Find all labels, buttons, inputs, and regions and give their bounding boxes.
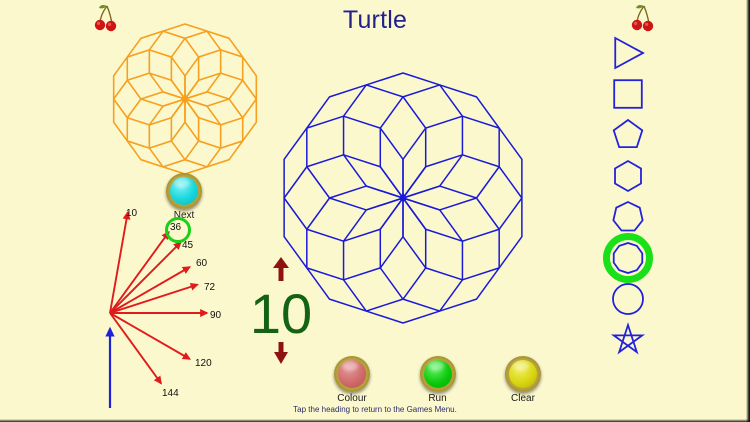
arrow-down-icon[interactable] — [238, 341, 324, 370]
clear-button[interactable]: Clear — [501, 356, 545, 404]
heptagon-icon[interactable] — [609, 198, 647, 236]
run-button-label: Run — [428, 393, 447, 404]
shape-option-star[interactable] — [596, 319, 660, 360]
cherries-icon — [88, 2, 128, 37]
colour-button[interactable]: Colour — [330, 356, 374, 404]
angle-option-144[interactable]: 144 — [162, 388, 179, 399]
shape-option-triangle[interactable] — [596, 32, 660, 73]
circle-icon[interactable] — [609, 280, 647, 318]
button-gloss — [174, 178, 190, 188]
button-face — [338, 360, 366, 388]
button-gloss — [342, 361, 358, 371]
arrow-up-icon[interactable] — [238, 256, 324, 287]
shape-option-heptagon[interactable] — [596, 196, 660, 237]
command-button-bar: Colour Run Clear — [330, 356, 545, 404]
angle-option-120[interactable]: 120 — [195, 358, 212, 369]
clear-button-disc[interactable] — [505, 356, 541, 392]
blue-rosette-drawing — [272, 24, 534, 359]
run-button-disc[interactable] — [419, 356, 456, 392]
angle-option-45[interactable]: 45 — [182, 240, 194, 251]
triangle-icon[interactable] — [609, 34, 647, 72]
angle-option-10[interactable]: 10 — [126, 208, 138, 219]
angle-option-90[interactable]: 90 — [210, 310, 222, 321]
shape-option-hexagon[interactable] — [596, 155, 660, 196]
footer-hint: Tap the heading to return to the Games M… — [293, 405, 457, 414]
decagon-icon[interactable] — [609, 239, 647, 277]
next-button[interactable]: Next — [162, 173, 206, 221]
orange-rosette-drawing — [104, 18, 266, 185]
run-button[interactable]: Run — [416, 356, 460, 404]
angle-selected-ring — [165, 217, 191, 243]
page-title[interactable]: Turtle — [342, 6, 408, 34]
shape-option-circle[interactable] — [596, 278, 660, 319]
star-icon[interactable] — [609, 321, 647, 359]
angle-option-72[interactable]: 72 — [204, 282, 216, 293]
length-stepper[interactable]: 10 — [238, 256, 324, 370]
angle-option-60[interactable]: 60 — [196, 258, 208, 269]
next-button-label: Next — [173, 210, 195, 221]
screen-edge-bottom — [0, 419, 750, 422]
pentagon-icon[interactable] — [609, 116, 647, 154]
button-gloss — [513, 361, 529, 371]
colour-button-disc[interactable] — [334, 356, 370, 392]
square-icon[interactable] — [609, 75, 647, 113]
button-face — [423, 360, 452, 388]
hexagon-icon[interactable] — [609, 157, 647, 195]
clear-button-label: Clear — [511, 393, 535, 404]
shape-option-decagon[interactable] — [596, 232, 660, 283]
shape-selected-ring — [603, 232, 653, 283]
button-gloss — [427, 361, 444, 371]
shape-palette[interactable] — [596, 32, 660, 360]
length-value: 10 — [249, 282, 313, 345]
next-button-disc[interactable] — [166, 173, 202, 209]
button-face — [509, 360, 537, 388]
colour-button-label: Colour — [337, 393, 367, 404]
shape-option-square[interactable] — [596, 73, 660, 114]
button-face — [170, 177, 198, 205]
cherries-icon — [625, 2, 665, 37]
screen-edge-right — [746, 0, 750, 422]
shape-option-pentagon[interactable] — [596, 114, 660, 155]
